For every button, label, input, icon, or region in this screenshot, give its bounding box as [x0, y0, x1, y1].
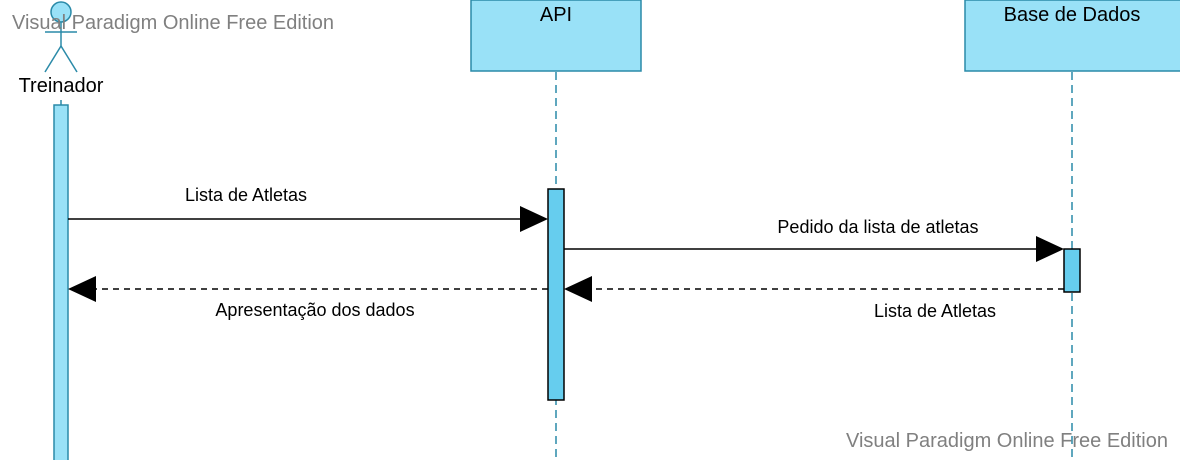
watermark-top: Visual Paradigm Online Free Edition — [12, 12, 334, 34]
message-1-arrowhead — [520, 206, 548, 232]
message-4-label: Apresentação dos dados — [215, 300, 414, 320]
message-1-label: Lista de Atletas — [185, 185, 307, 205]
actor-icon[interactable] — [44, 1, 78, 73]
db-participant-label: Base de Dados — [1004, 4, 1141, 26]
api-participant-label: API — [540, 4, 572, 26]
api-participant-box[interactable] — [470, 0, 642, 72]
watermark-bottom: Visual Paradigm Online Free Edition — [846, 430, 1168, 452]
actor-name: Treinador — [19, 75, 104, 97]
actor-activation-bar[interactable] — [53, 104, 69, 460]
message-4-arrowhead — [68, 276, 96, 302]
message-2-label: Pedido da lista de atletas — [777, 217, 978, 237]
db-participant-box[interactable] — [964, 0, 1180, 72]
message-3-label: Lista de Atletas — [874, 301, 996, 321]
api-activation-bar[interactable] — [547, 188, 565, 401]
db-activation-bar[interactable] — [1063, 248, 1081, 293]
message-2-arrowhead — [1036, 236, 1064, 262]
message-3-arrowhead — [564, 276, 592, 302]
